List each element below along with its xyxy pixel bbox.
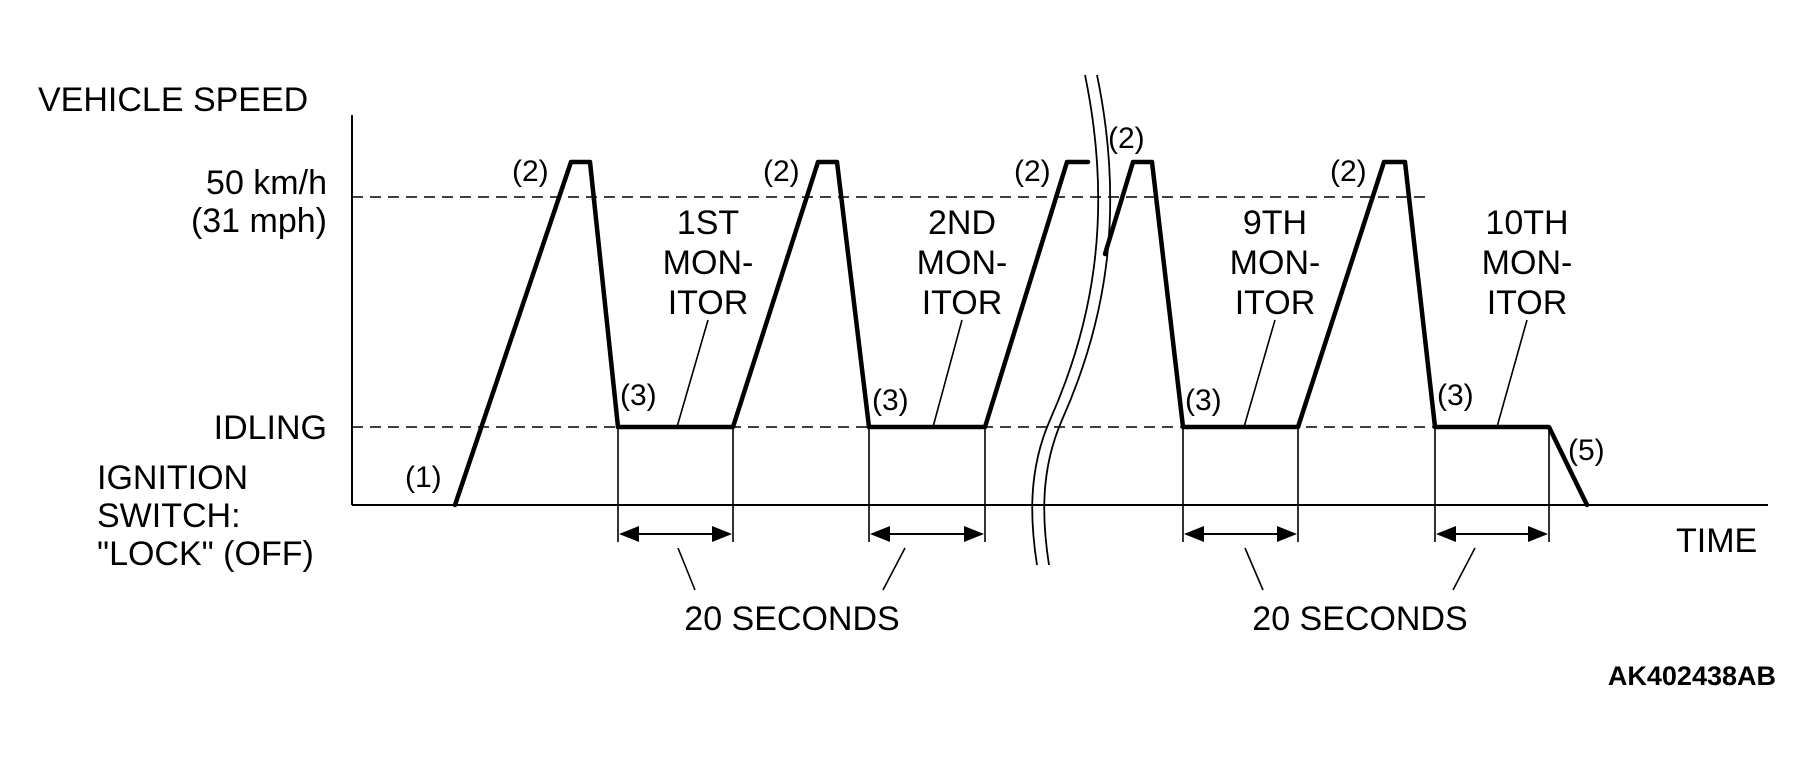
- speed-profile-right: [1102, 159, 1590, 508]
- monitor-label-line: 9TH: [1243, 204, 1307, 242]
- step-2-label: (2): [1014, 155, 1051, 188]
- monitor-label-10: 10TH MON- ITOR: [1482, 204, 1573, 322]
- duration-label-right: 20 SECONDS: [1252, 600, 1467, 638]
- monitor-label-line: MON-: [1230, 244, 1321, 282]
- axis-break-symbol-left: [1031, 74, 1100, 566]
- monitor-label-2: 2ND MON- ITOR: [917, 204, 1008, 322]
- monitor-label-line: ITOR: [1235, 284, 1316, 322]
- monitor-label-9: 9TH MON- ITOR: [1230, 204, 1321, 322]
- ignition-off-label-line2: SWITCH:: [97, 497, 241, 535]
- duration-leaders: [677, 547, 1476, 591]
- step-3-label: (3): [1437, 379, 1474, 412]
- monitor-label-line: MON-: [917, 244, 1008, 282]
- monitor-label-line: ITOR: [668, 284, 749, 322]
- monitor-label-line: ITOR: [922, 284, 1003, 322]
- monitor-label-line: 10TH: [1485, 204, 1568, 242]
- step-3-label: (3): [872, 384, 909, 417]
- axis-break-symbol-right: [1043, 74, 1112, 566]
- step-1-label: (1): [405, 461, 442, 494]
- y-axis-title: VEHICLE SPEED: [38, 81, 308, 119]
- step-3-label: (3): [620, 379, 657, 412]
- interval-guides: [617, 427, 1550, 542]
- step-3-label: (3): [1185, 384, 1222, 417]
- monitor-label-1: 1ST MON- ITOR: [663, 204, 754, 322]
- step-2-label: (2): [512, 155, 549, 188]
- monitor-label-line: ITOR: [1487, 284, 1568, 322]
- step-2-label: (2): [1330, 155, 1367, 188]
- x-axis-title: TIME: [1676, 522, 1757, 560]
- idling-level-label: IDLING: [214, 409, 327, 447]
- step-2-label: (2): [763, 155, 800, 188]
- monitor-label-line: MON-: [663, 244, 754, 282]
- monitor-label-line: 2ND: [928, 204, 996, 242]
- speed-level-label: 50 km/h: [206, 164, 327, 202]
- speed-level-label-mph: (31 mph): [191, 202, 327, 240]
- figure-id: AK402438AB: [1608, 661, 1776, 691]
- monitor-label-line: MON-: [1482, 244, 1573, 282]
- duration-label-left: 20 SECONDS: [684, 600, 899, 638]
- step-5-label: (5): [1568, 434, 1605, 467]
- speed-profile-left: [452, 159, 1091, 508]
- monitor-leaders: [676, 319, 1528, 428]
- step-2-label: (2): [1108, 122, 1145, 155]
- ignition-off-label-line1: IGNITION: [97, 459, 248, 497]
- ignition-off-label-line3: "LOCK" (OFF): [97, 535, 314, 573]
- monitor-label-line: 1ST: [677, 204, 739, 242]
